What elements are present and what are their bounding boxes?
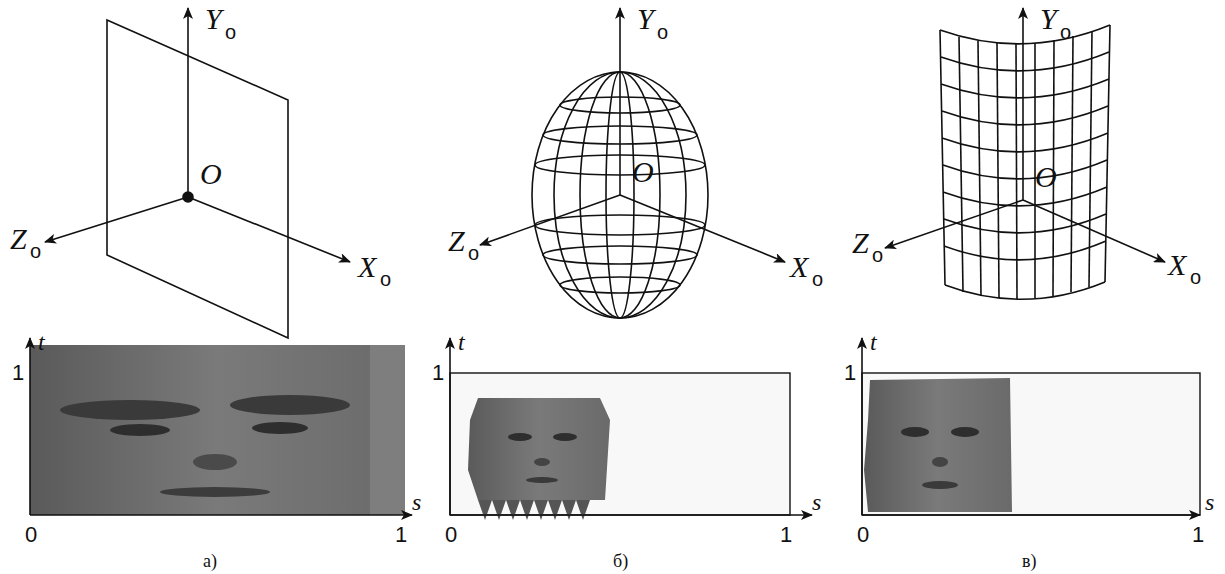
axis-subscript: o [30, 241, 41, 261]
axis-name: s [1205, 490, 1214, 514]
axis-name: Y [205, 4, 222, 34]
axis-subscript: o [812, 269, 823, 289]
axis-name: t [38, 330, 45, 354]
panel-letter: б) [613, 552, 628, 570]
texture-map [30, 338, 412, 515]
tick-value: 1 [12, 362, 24, 384]
tick-value: 1 [844, 362, 856, 384]
tick-value: 0 [857, 524, 869, 546]
panel-letter: а) [203, 552, 217, 570]
axis-name: X [1168, 250, 1186, 280]
tick-value: 0 [445, 524, 457, 546]
axis-name: t [458, 330, 465, 354]
axis-subscript: o [1060, 22, 1071, 42]
axis-subscript: o [380, 269, 391, 289]
axis-subscript: o [225, 22, 236, 42]
axis-subscript: o [872, 245, 883, 265]
axis-subscript: o [468, 243, 479, 263]
axis-name: X [358, 252, 376, 282]
tick-value: 1 [780, 524, 792, 546]
tick-value: 1 [432, 362, 444, 384]
axis-name: Z [448, 226, 465, 256]
origin-label: O [200, 159, 222, 189]
texture-map [862, 338, 1200, 515]
axis-name: s [412, 490, 421, 514]
axis-name: Z [10, 224, 27, 254]
origin-label: O [1035, 162, 1057, 192]
tick-value: 1 [1192, 524, 1204, 546]
tick-value: 0 [25, 524, 37, 546]
axis-name: t [870, 330, 877, 354]
axis-subscript: o [1190, 267, 1201, 287]
axis-name: Z [852, 228, 869, 258]
ellipsoid-model [480, 8, 785, 318]
panel-letter: в) [1022, 552, 1037, 570]
axis-subscript: o [657, 22, 668, 42]
axis-name: Y [1040, 4, 1057, 34]
texture-map [450, 338, 812, 520]
axis-name: X [790, 252, 808, 282]
tick-value: 1 [395, 524, 407, 546]
origin-label: O [632, 157, 654, 187]
axis-name: Y [637, 4, 654, 34]
axis-name: s [812, 490, 821, 514]
cylinder-model [885, 8, 1165, 299]
plane-model [45, 8, 350, 338]
